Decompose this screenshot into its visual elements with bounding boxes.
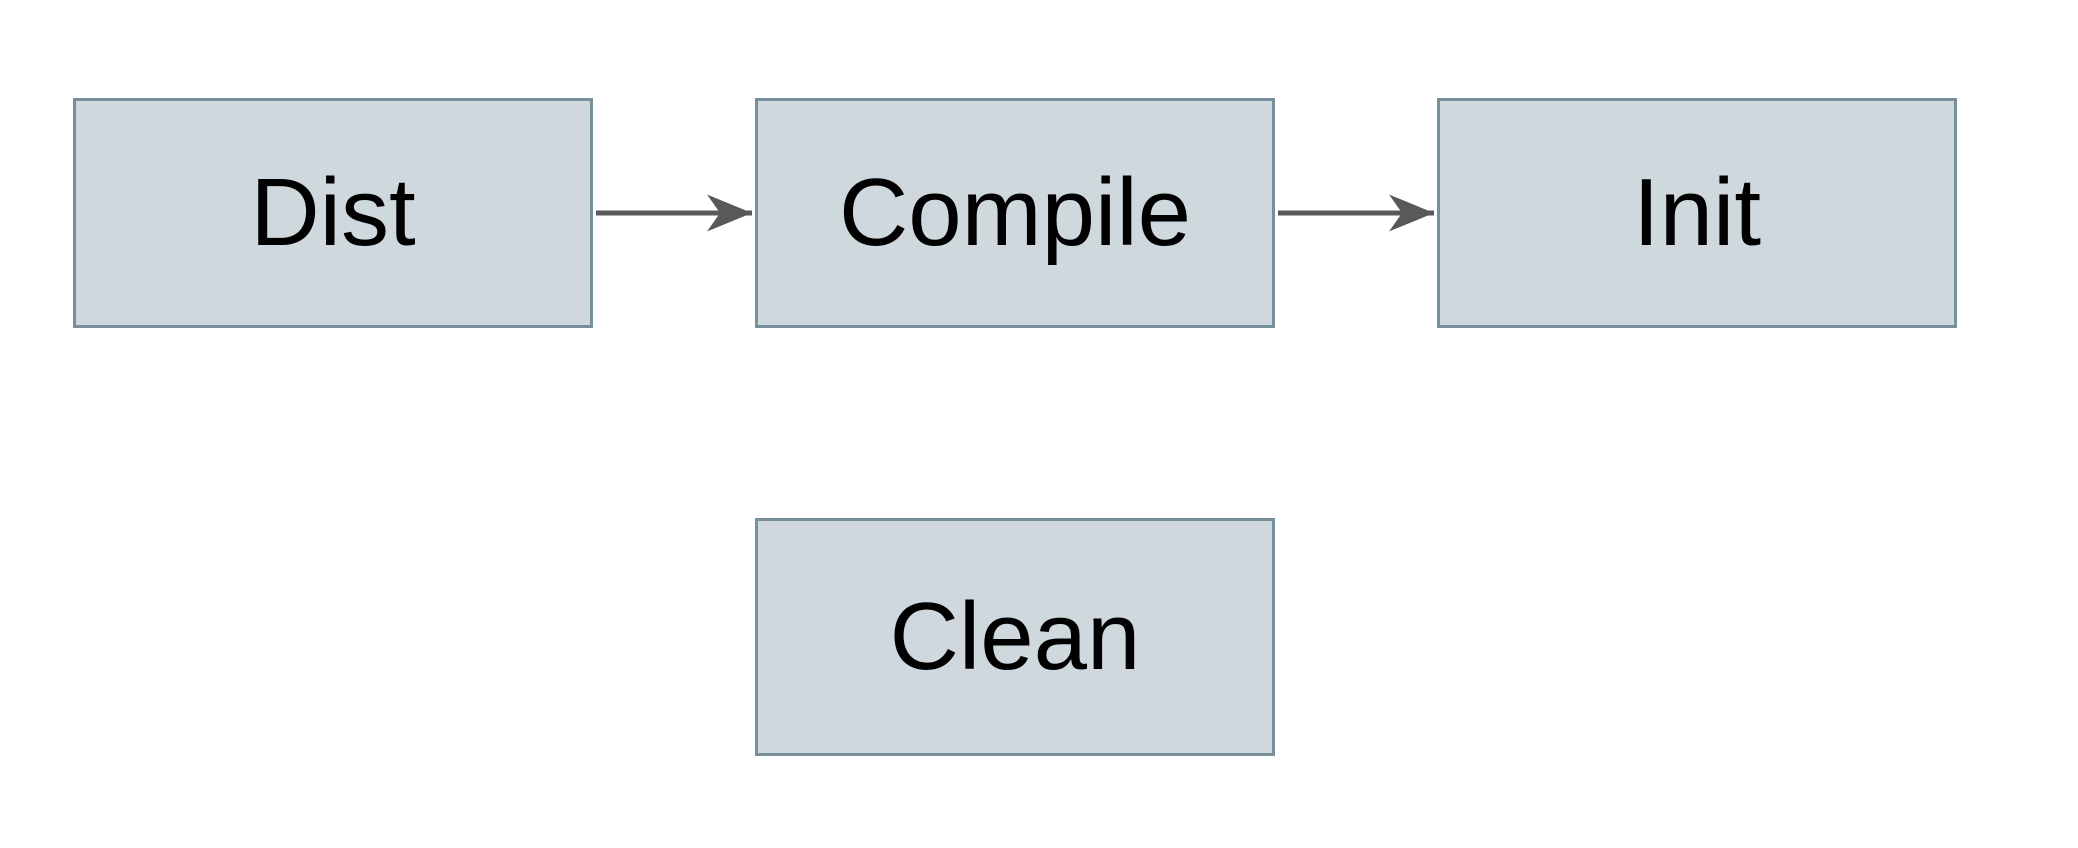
- node-init-label: Init: [1632, 159, 1762, 266]
- node-compile: Compile: [755, 98, 1275, 328]
- node-clean: Clean: [755, 518, 1275, 756]
- node-dist-label: Dist: [250, 159, 416, 266]
- node-clean-label: Clean: [889, 583, 1141, 690]
- node-init: Init: [1437, 98, 1957, 328]
- node-dist: Dist: [73, 98, 593, 328]
- node-compile-label: Compile: [838, 159, 1192, 266]
